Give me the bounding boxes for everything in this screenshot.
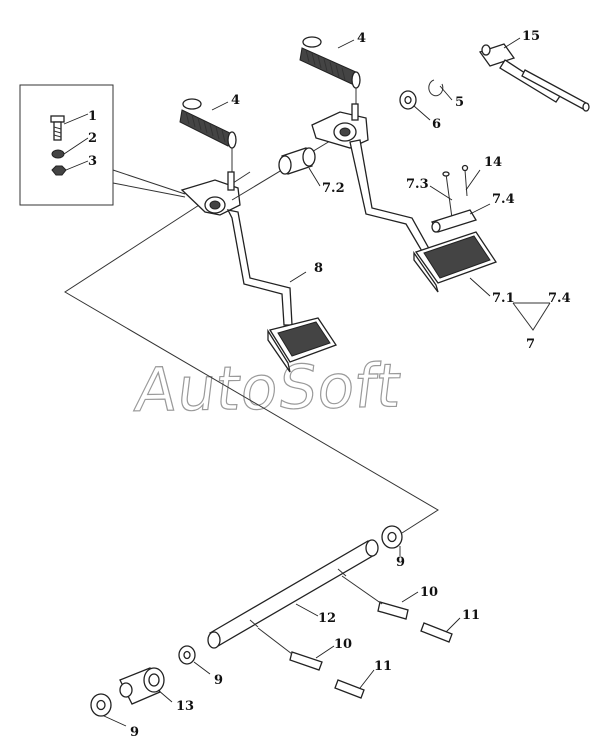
fastener-inset-box (19, 84, 186, 206)
label-part-11-lower: 11 (374, 659, 392, 674)
clutch-pedal-part-7 (311, 103, 498, 293)
label-part-8: 8 (314, 261, 323, 276)
label-part-5: 5 (455, 95, 464, 110)
label-part-7-3: 7.3 (406, 177, 429, 192)
label-part-7-4-lower: 7.4 (548, 291, 571, 306)
washer-part-9-upper (381, 525, 403, 549)
leader-lines (103, 37, 521, 727)
pin-part-10-upper (341, 575, 409, 620)
autosoft-watermark: AutoSoft (131, 351, 405, 425)
label-part-13: 13 (176, 699, 194, 714)
circlip-part-5 (428, 79, 444, 97)
pin-part-11-lower (334, 679, 365, 699)
cotter-pin-part-14 (461, 164, 469, 197)
label-part-14: 14 (484, 155, 502, 170)
bushing-part-7-2 (278, 147, 316, 175)
cross-shaft-part-12 (207, 539, 379, 649)
label-part-10-upper: 10 (420, 585, 438, 600)
label-part-9-upper: 9 (396, 555, 405, 570)
label-part-15: 15 (522, 29, 540, 44)
label-part-7-1: 7.1 (492, 291, 515, 306)
washer-part-9-middle (178, 645, 196, 665)
clevis-rod-part-15 (478, 43, 590, 112)
label-part-4-left: 4 (231, 93, 240, 108)
assembly-group-marker-7 (512, 302, 551, 331)
nut-part-3 (51, 165, 67, 176)
washer-part-2 (51, 149, 65, 159)
label-part-7-4-upper: 7.4 (492, 192, 515, 207)
washer-part-9-lower (90, 693, 112, 717)
pedal-pin-part-7-3 (442, 171, 453, 219)
label-part-10-lower: 10 (334, 637, 352, 652)
label-part-9-middle: 9 (214, 673, 223, 688)
pin-part-10-lower (257, 627, 323, 671)
washer-part-6 (399, 90, 417, 110)
label-part-12: 12 (318, 611, 336, 626)
pad-bracket-part-7-4 (431, 209, 477, 233)
label-part-2: 2 (88, 131, 97, 146)
label-part-7-2: 7.2 (322, 181, 345, 196)
label-part-7: 7 (526, 337, 535, 352)
label-part-6: 6 (432, 117, 441, 132)
brake-pedal-part-8 (180, 171, 337, 373)
label-part-9-lower: 9 (130, 725, 139, 740)
spring-right-part-4 (299, 36, 361, 108)
assembly-leader-line (64, 171, 439, 534)
pin-part-11-upper (420, 622, 453, 643)
bolt-part-1 (50, 115, 65, 141)
spring-left-part-4 (179, 98, 237, 180)
label-part-11-upper: 11 (462, 608, 480, 623)
label-part-4-right: 4 (357, 31, 366, 46)
label-part-1: 1 (88, 109, 97, 124)
lever-part-13 (119, 667, 165, 705)
label-part-3: 3 (88, 154, 97, 169)
